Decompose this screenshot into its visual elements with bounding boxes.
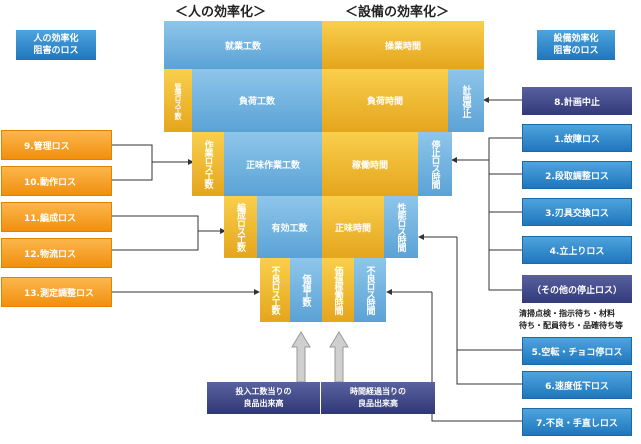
footer-output-per-elapsed-time: 時間経過当りの 良品出来高 [321,382,435,414]
loss-box-motion: 10.動作ロス [1,166,112,196]
footer-right-line1: 時間経過当りの [350,387,406,396]
loss-box-formation: 11.編成ロス [1,202,112,232]
tag-equipment-loss-line1: 設備効率化 [553,34,599,44]
footer-right-line2: 良品出来高 [358,399,398,408]
footer-left-line2: 良品出来高 [243,399,284,408]
cell-planned-stop: 計画停止 [448,69,484,132]
cell-work-hours: 就業工数 [164,21,322,69]
tag-equipment-loss-line2: 阻害のロス [553,46,599,56]
loss-box-management: 9.管理ロス [1,130,112,160]
cell-performance-loss-time: 性能ロス時間 [384,196,418,258]
footer-left-line1: 投入工数当りの [235,387,292,396]
loss-box-logistics: 12.物流ロス [1,238,112,268]
tag-human-loss: 人の効率化 阻害のロス [16,30,96,60]
tag-equipment-loss: 設備効率化 阻害のロス [537,30,615,60]
loss-box-idling-minor-stop: 5.空転・チョコ停ロス [522,337,632,365]
loss-box-other-stops: （その他の停止ロス） [522,275,632,303]
cell-operation-time: 操業時間 [322,21,484,69]
cell-load-time: 負荷時間 [322,69,448,132]
loss-box-measurement-adjustment: 13.測定調整ロス [1,277,112,307]
cell-running-time: 稼働時間 [322,132,418,196]
loss-box-breakdown: 1.故障ロス [522,124,632,152]
cell-defect-loss-time: 不良ロス時間 [354,258,386,322]
cell-net-work-hours: 正味作業工数 [224,132,322,196]
loss-box-startup: 4.立上りロス [522,236,632,264]
loss-box-defect-rework: 7.不良・手直しロス [522,408,632,436]
loss-box-planned-stop: 8.計画中止 [522,87,632,115]
other-stops-note-line1: 清掃点検・指示待ち・材料 [519,309,615,318]
cell-value-hours: 価値工数 [290,258,322,322]
tag-human-loss-line1: 人の効率化 [33,34,79,44]
cell-stop-loss-time: 停止ロス時間 [418,132,452,196]
header-human-efficiency: ＜人の効率化＞ [175,5,267,20]
header-equipment-efficiency: ＜設備の効率化＞ [345,5,450,20]
cell-value-running-time: 価値稼働時間 [322,258,354,322]
cell-defect-loss-hours: 不良ロス工数 [260,258,290,322]
cell-load-hours: 負荷工数 [192,69,322,132]
cell-work-loss-hours: 作業ロス工数 [192,132,224,196]
tag-human-loss-line2: 阻害のロス [33,46,79,56]
cell-net-time: 正味時間 [322,196,384,258]
loss-box-setup-adjustment: 2.段取調整ロス [522,161,632,189]
loss-box-tool-change: 3.刃具交換ロス [522,198,632,226]
cell-formation-loss-hours: 編成ロス工数 [224,196,257,258]
loss-box-speed-reduction: 6.速度低下ロス [522,371,632,399]
cell-effective-hours: 有効工数 [257,196,322,258]
other-stops-note-line2: 待ち・配員待ち・品確待ち等 [519,321,623,330]
cell-management-loss-hours: 管理ロス工数 [164,69,192,132]
footer-output-per-input-hours: 投入工数当りの 良品出来高 [207,382,321,414]
